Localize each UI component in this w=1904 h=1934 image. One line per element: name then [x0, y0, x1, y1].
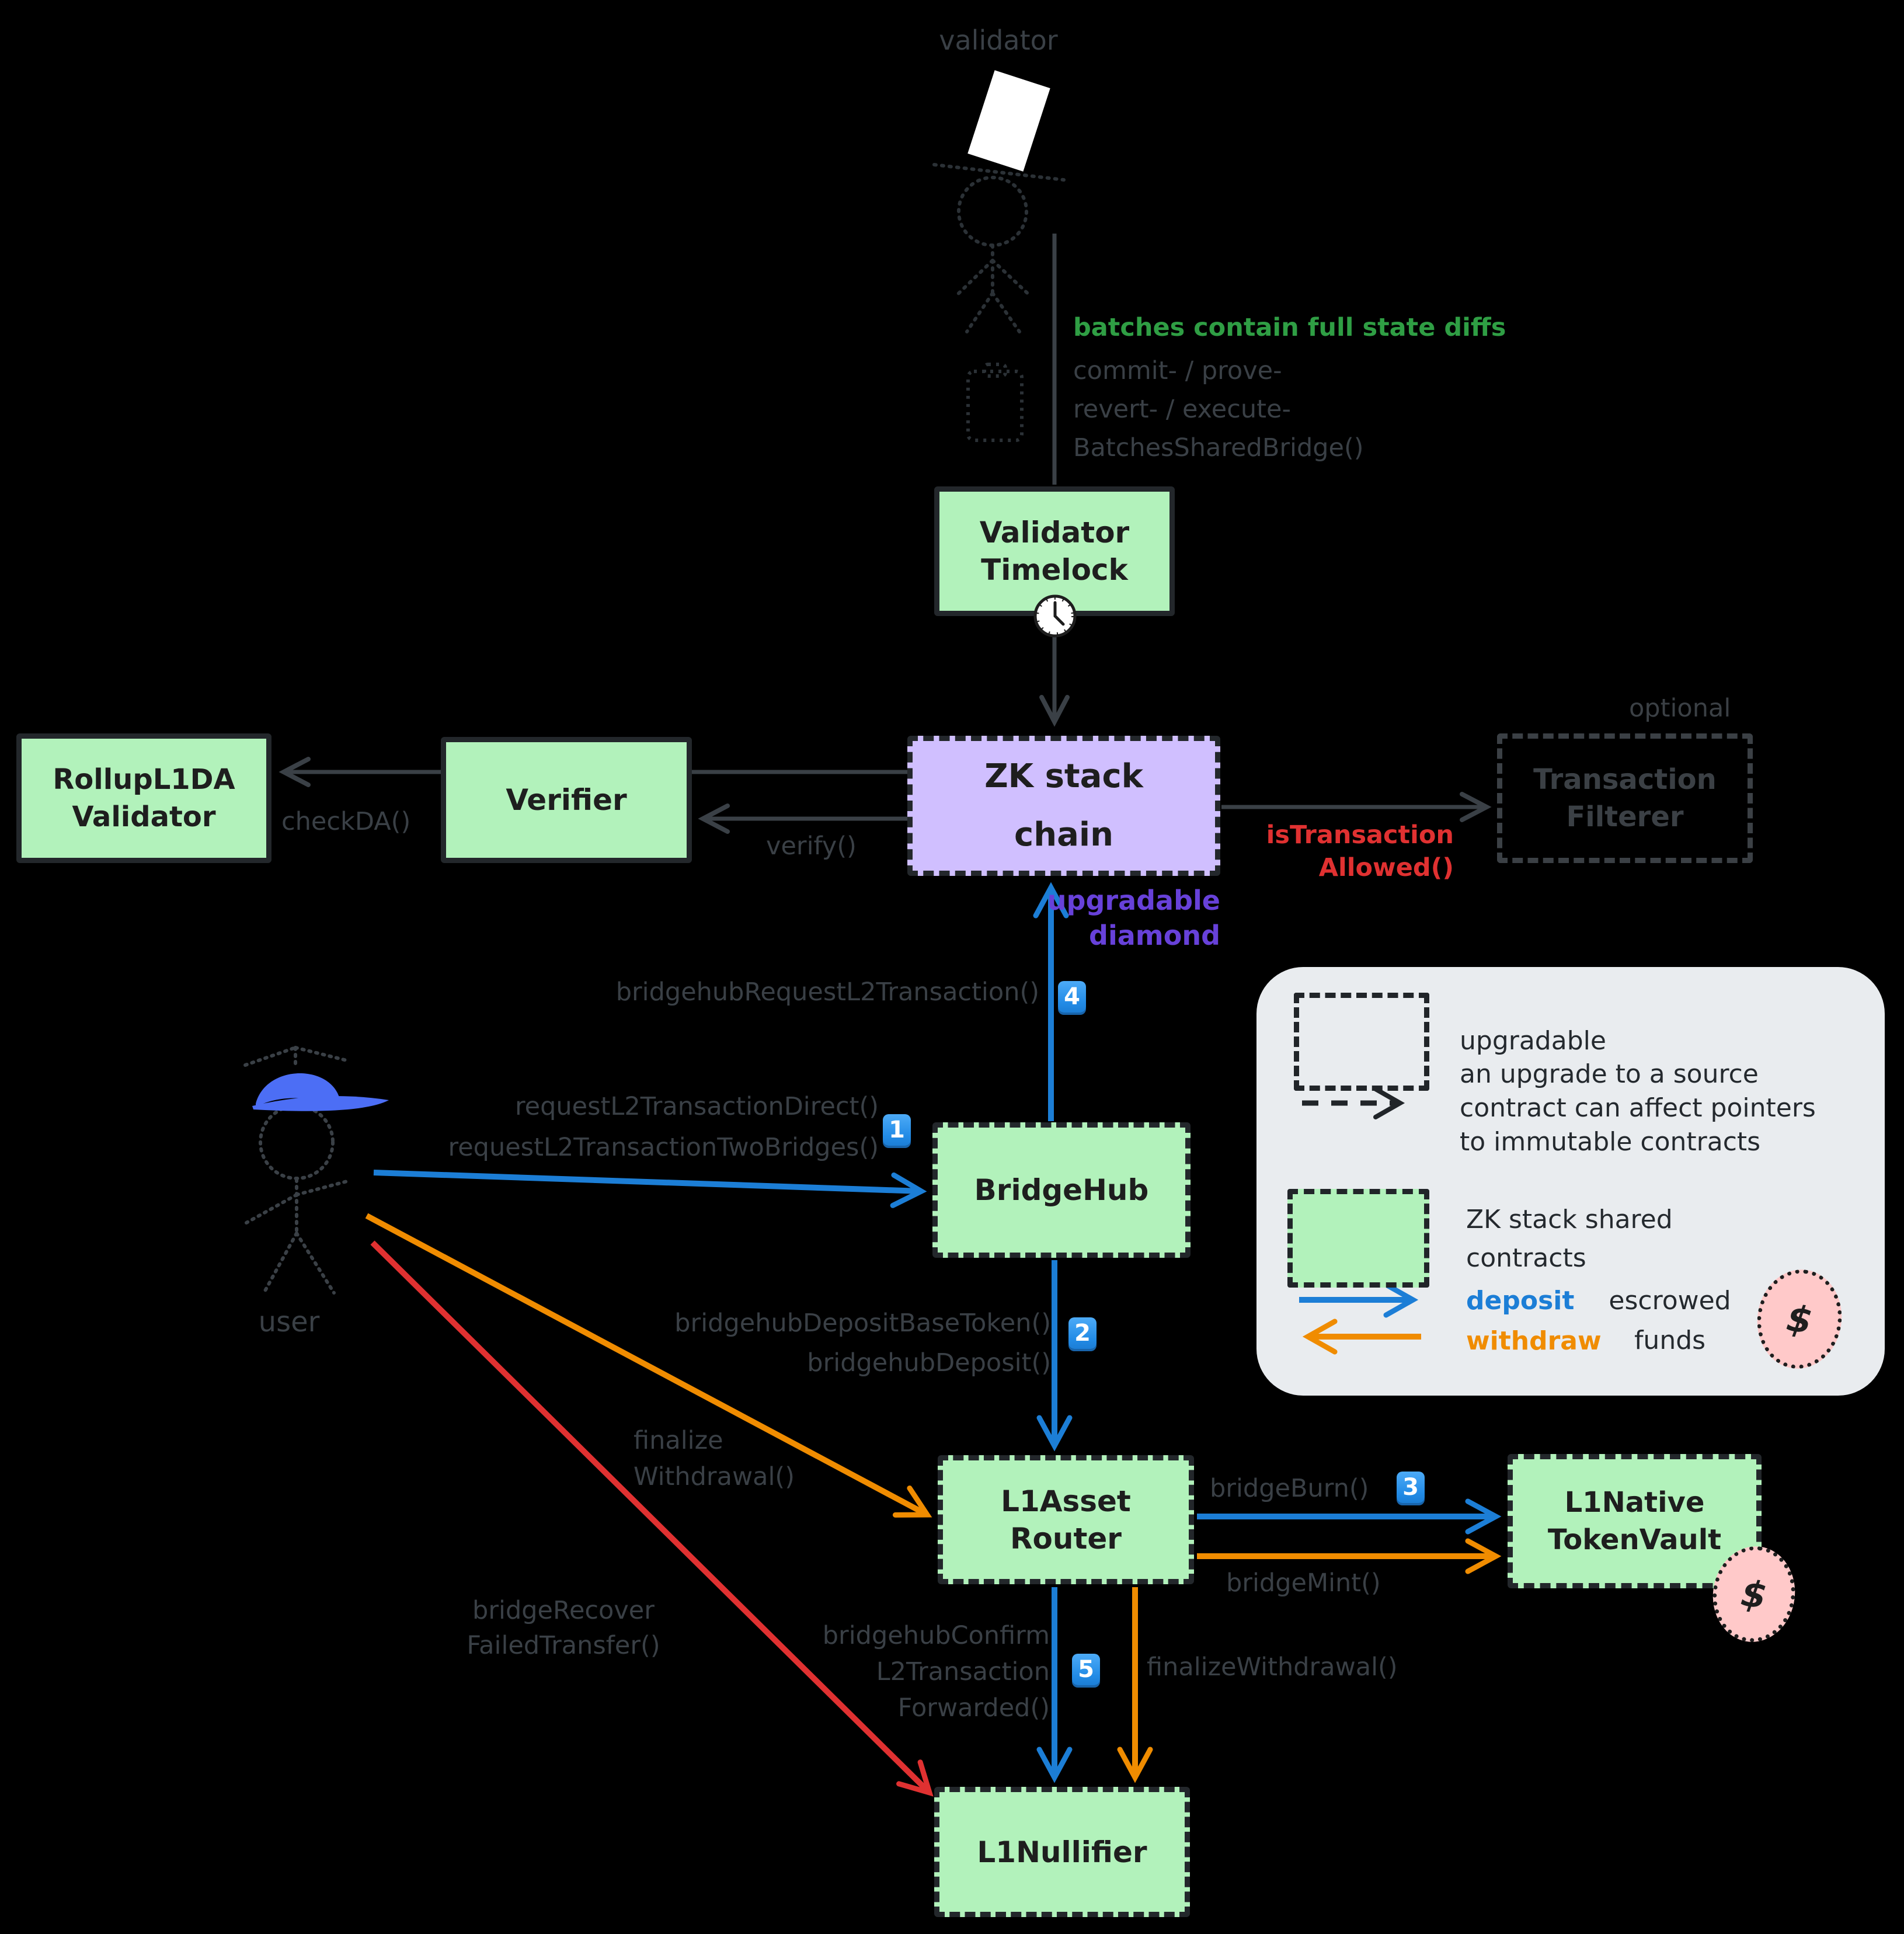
- legend-shared-contracts-label: ZK stack shared contracts: [1466, 1201, 1673, 1278]
- legend-arrows: [1299, 1087, 1421, 1355]
- clock-icon: [1033, 594, 1077, 638]
- node-label: Validator: [979, 516, 1130, 549]
- node-bridgehub: BridgeHub: [932, 1122, 1191, 1258]
- label-line: bridgehubDepositBaseToken(): [674, 1309, 1051, 1338]
- label-bridgehub-request: bridgehubRequestL2Transaction(): [615, 978, 1039, 1007]
- node-label: Timelock: [981, 553, 1128, 587]
- label-bridge-burn: bridgeBurn(): [1210, 1474, 1369, 1503]
- badge-step-1: 1: [883, 1114, 911, 1146]
- node-label: ZK stack: [984, 757, 1143, 795]
- legend-note-line: an upgrade to a source: [1460, 1059, 1759, 1089]
- node-label: L1Asset: [1001, 1484, 1131, 1518]
- node-validator-timelock: Validator Timelock: [934, 486, 1175, 616]
- legend-deposit-label: deposit: [1466, 1286, 1575, 1316]
- label-upgradable-diamond: upgradable diamond: [1047, 883, 1220, 953]
- node-label: Validator: [72, 801, 216, 833]
- label-bridgehub-deposit-group: bridgehubDepositBaseToken() bridgehubDep…: [674, 1303, 1051, 1383]
- dollar-sign: $: [1784, 1296, 1815, 1342]
- label-request-direct: requestL2TransactionDirect(): [514, 1092, 879, 1121]
- label-line: bridgeRecover: [472, 1596, 655, 1625]
- label-optional: optional: [1629, 694, 1731, 723]
- label-line: isTransaction: [1266, 820, 1454, 850]
- legend-withdraw-label: withdraw: [1466, 1326, 1602, 1356]
- node-label: Verifier: [506, 783, 627, 817]
- legend-note-line: contract can affect pointers: [1460, 1093, 1816, 1123]
- label-line: L2Transaction: [876, 1657, 1050, 1686]
- legend-note-line: ZK stack shared: [1466, 1205, 1673, 1234]
- legend-upgrade-note: an upgrade to a source contract can affe…: [1460, 1058, 1816, 1159]
- legend-note-line: escrowed: [1609, 1286, 1731, 1316]
- label-finalize-withdrawal-user: finalize Withdrawal(): [633, 1422, 795, 1495]
- node-label: RollupL1DA: [53, 763, 235, 796]
- node-l1-native-token-vault: L1Native TokenVault: [1508, 1454, 1762, 1588]
- legend-shared-contracts-swatch: [1287, 1189, 1429, 1288]
- node-label: L1Nullifier: [977, 1835, 1147, 1869]
- legend-note-line: funds: [1634, 1326, 1706, 1355]
- node-transaction-filterer: Transaction Filterer: [1497, 733, 1753, 863]
- badge-step-5: 5: [1072, 1654, 1100, 1685]
- label-finalize-withdrawal-router: finalizeWithdrawal(): [1147, 1653, 1398, 1682]
- label-bridge-recover: bridgeRecover FailedTransfer(): [426, 1593, 701, 1663]
- label-bridge-mint: bridgeMint(): [1226, 1568, 1381, 1598]
- dollar-sign: $: [1738, 1571, 1770, 1618]
- label-line: bridgehubConfirm: [822, 1621, 1050, 1650]
- label-check-da: checkDA(): [281, 807, 411, 836]
- legend-escrowed-label: escrowed funds: [1600, 1281, 1740, 1361]
- annotation-revert-execute: revert- / execute-: [1073, 395, 1291, 424]
- node-label: Router: [1010, 1521, 1122, 1556]
- badge-step-4: 4: [1058, 981, 1086, 1013]
- badge-step-2: 2: [1068, 1317, 1097, 1349]
- arrow-user-router-finalize-withdrawal: [365, 1213, 932, 1518]
- label-line: Forwarded(): [897, 1693, 1050, 1723]
- validator-icon: [932, 70, 1066, 333]
- label-bridgehub-confirm: bridgehubConfirm L2Transaction Forwarded…: [823, 1618, 1050, 1726]
- legend-panel: upgradable an upgrade to a source contra…: [1256, 967, 1885, 1396]
- node-label: Transaction: [1533, 763, 1717, 796]
- node-label: chain: [1014, 816, 1113, 854]
- label-verify: verify(): [766, 832, 857, 861]
- label-is-transaction-allowed: isTransaction Allowed(): [1266, 819, 1454, 884]
- label-line: Withdrawal(): [633, 1462, 795, 1491]
- node-label: L1Native: [1564, 1486, 1705, 1519]
- annotation-batches-shared-bridge: BatchesSharedBridge(): [1073, 433, 1364, 462]
- label-line: bridgehubDeposit(): [807, 1348, 1051, 1378]
- annotation-batches: batches contain full state diffs: [1073, 313, 1506, 342]
- legend-note-line: to immutable contracts: [1460, 1127, 1761, 1157]
- arrow-user-nullifier-bridge-recover: [370, 1240, 934, 1797]
- annotation-commit-prove: commit- / prove-: [1073, 356, 1282, 385]
- label-line: upgradable: [1047, 885, 1220, 916]
- node-verifier: Verifier: [441, 737, 692, 863]
- arrow-user-bridgehub-deposit: [373, 1170, 927, 1208]
- legend-note-line: contracts: [1466, 1243, 1586, 1273]
- node-rollup-l1da-validator: RollupL1DA Validator: [16, 733, 271, 863]
- user-icon: [243, 1046, 389, 1295]
- legend-upgradable-label: upgradable: [1460, 1026, 1606, 1056]
- label-line: diamond: [1089, 920, 1220, 951]
- batch-document-icon: [966, 363, 1024, 442]
- actor-user-label: user: [258, 1306, 320, 1338]
- node-l1-nullifier: L1Nullifier: [934, 1787, 1190, 1917]
- label-line: FailedTransfer(): [467, 1631, 660, 1660]
- node-label: TokenVault: [1547, 1523, 1722, 1556]
- actor-validator-label: validator: [939, 25, 1058, 56]
- node-l1-asset-router: L1Asset Router: [938, 1455, 1194, 1584]
- node-label: Filterer: [1566, 801, 1684, 833]
- label-request-two-bridges: requestL2TransactionTwoBridges(): [448, 1133, 879, 1162]
- node-zk-stack-chain: ZK stack chain: [907, 736, 1220, 876]
- badge-step-3: 3: [1397, 1472, 1425, 1503]
- legend-upgradable-swatch: [1294, 993, 1429, 1091]
- node-label: BridgeHub: [974, 1173, 1149, 1207]
- label-line: Allowed(): [1318, 853, 1454, 882]
- label-line: finalize: [633, 1426, 723, 1455]
